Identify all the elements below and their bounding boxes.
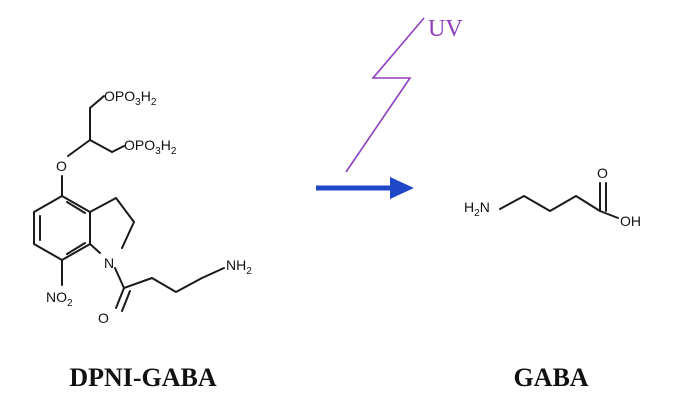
ch2-o-top (89, 95, 105, 109)
butyl-chain (123, 267, 225, 293)
nitro-label: NO2 (46, 289, 73, 309)
o-ch-bond (67, 139, 91, 157)
carbonyl-oxygen-label: O (98, 310, 109, 326)
uv-lightning (345, 17, 425, 173)
pyrroline-ring (89, 197, 135, 249)
gaba-hydroxyl-label: OH (620, 213, 641, 229)
carbonyl-double-bond-2 (121, 290, 131, 312)
product-name: GABA (513, 363, 588, 392)
gaba-chain (499, 195, 601, 212)
benzene-ring (33, 195, 91, 261)
n-carbonyl-bond (114, 267, 125, 289)
phosphate-label-top: OPO3H2 (104, 88, 157, 108)
phosphate-label-bottom: OPO3H2 (124, 137, 177, 157)
ring-double-bond (66, 242, 86, 255)
reactant-name: DPNI-GABA (69, 363, 217, 392)
gaba-structure: H2N O OH (464, 165, 641, 229)
ring-double-bond (66, 201, 86, 214)
dpni-gaba-structure: OPO3H2 OPO3H2 O N NO2 O NH2 (33, 88, 252, 326)
amine-label-reactant: NH2 (226, 257, 252, 277)
uv-label: UV (428, 16, 463, 42)
reaction-arrowhead (390, 177, 414, 199)
ch-ch2-bottom (89, 139, 113, 153)
ether-oxygen-label: O (56, 158, 67, 174)
ring-n-bond (89, 243, 101, 254)
carbonyl-double-bond (115, 287, 125, 309)
gaba-hydroxyl-bond (599, 210, 619, 219)
ring-nitrogen-label: N (104, 255, 114, 271)
gaba-carbonyl-oxygen-label: O (597, 165, 608, 181)
amine-label-product: H2N (464, 199, 490, 219)
ch2-o-bottom (111, 145, 125, 153)
